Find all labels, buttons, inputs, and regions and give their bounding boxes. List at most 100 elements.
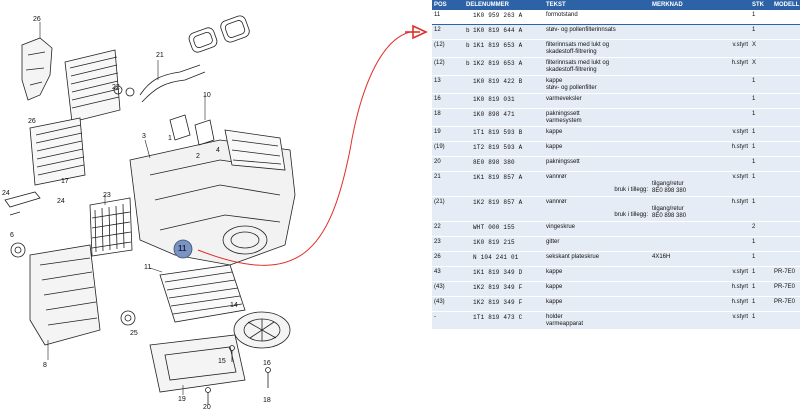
- description-line: støv- og pollenfilter: [546, 85, 597, 91]
- part-number: 1K1 819 653 A: [473, 42, 523, 49]
- description-cell: kappe: [544, 296, 650, 312]
- remark-cell: v.styrt: [650, 126, 750, 142]
- qty-cell: 1: [750, 236, 772, 252]
- column-header-pos[interactable]: POS: [432, 0, 464, 10]
- part-number: 1T1 819 593 B: [473, 129, 523, 136]
- part-number-cell: 1K1 819 857 A: [464, 171, 544, 197]
- model-cell: [772, 24, 800, 40]
- pos-cell: 26: [432, 251, 464, 267]
- pos-value: 13: [434, 78, 441, 84]
- remark-value: h.styrt: [731, 199, 748, 205]
- pos-cell: 18: [432, 108, 464, 127]
- column-header-qty[interactable]: STK: [750, 0, 772, 10]
- qty-value: 2: [752, 224, 756, 230]
- pos-cell: 12: [432, 24, 464, 40]
- description-line: varmesystem: [546, 118, 582, 124]
- callout-link-line: [197, 31, 411, 266]
- pos-cell: (12): [432, 39, 464, 58]
- description-line: kappe: [546, 299, 563, 305]
- qty-cell: 1: [750, 281, 772, 297]
- part-number: 1T2 819 593 A: [473, 144, 523, 151]
- b-marker: b: [466, 60, 470, 67]
- pos-value: (43): [434, 284, 445, 290]
- model-cell: [772, 57, 800, 76]
- description-line: holder: [546, 314, 563, 320]
- pos-value: 23: [434, 239, 441, 245]
- callout-label: 1: [168, 135, 172, 142]
- description-line: støv- og pollenfilterinnsats: [546, 27, 616, 33]
- highlight-badge-icon[interactable]: [173, 239, 193, 259]
- pos-cell: (43): [432, 296, 464, 312]
- remark-cell: v.styrt: [650, 266, 750, 282]
- callout-label: 24: [2, 190, 10, 197]
- model-cell: [772, 171, 800, 197]
- callout-label: 17: [61, 178, 69, 185]
- callout-label: 16: [263, 360, 271, 367]
- highlight-badge-label[interactable]: 11: [178, 244, 187, 253]
- column-header-text[interactable]: TEKST: [544, 0, 650, 10]
- part-number-cell: 1T2 819 593 A: [464, 141, 544, 157]
- description-line: filterinnsats med lukt og: [546, 42, 610, 48]
- pos-cell: 11: [432, 9, 464, 25]
- part-number-cell: 1K2 819 857 A: [464, 196, 544, 222]
- column-header-remark[interactable]: MERKNAD: [650, 0, 750, 10]
- model-value: PR-7E0: [774, 299, 796, 305]
- remark-value: h.styrt: [731, 144, 748, 150]
- description-cell: sekskant plateskrue: [544, 251, 650, 267]
- part-number: 1K2 819 349 F: [473, 299, 523, 306]
- column-header-model[interactable]: MODELL: [772, 0, 800, 10]
- part-number-cell: 1K0 819 031: [464, 93, 544, 109]
- qty-value: 1: [752, 299, 756, 305]
- description-line: vingeskrue: [546, 224, 576, 230]
- qty-value: 1: [752, 144, 756, 150]
- callout-label: 14: [230, 302, 238, 309]
- parts-table: POS DELENUMMER TEKST MERKNAD STK MODELL …: [432, 0, 800, 330]
- description-line: skadestoff-filtrering: [546, 49, 597, 55]
- column-header-part[interactable]: DELENUMMER: [464, 0, 544, 10]
- description-line: kappe: [546, 129, 563, 135]
- remark-cell: h.styrt: [650, 281, 750, 297]
- model-cell: [772, 93, 800, 109]
- qty-cell: X: [750, 57, 772, 76]
- description-line: filterinnsats med lukt og: [546, 60, 610, 66]
- description-line: formotstand: [546, 12, 578, 18]
- description-cell: gitter: [544, 236, 650, 252]
- qty-value: 1: [752, 12, 756, 18]
- part-number-cell: N 104 241 01: [464, 251, 544, 267]
- remark-cell: [650, 108, 750, 127]
- description-line: sekskant plateskrue: [546, 254, 600, 260]
- exploded-view-drawing: [4, 15, 428, 405]
- qty-value: X: [752, 60, 757, 66]
- remark-cell: [650, 93, 750, 109]
- qty-cell: 1: [750, 141, 772, 157]
- qty-value: X: [752, 42, 757, 48]
- model-cell: PR-7E0: [772, 266, 800, 282]
- model-cell: [772, 126, 800, 142]
- qty-value: 1: [752, 239, 756, 245]
- part-number-cell: 1K0 819 422 B: [464, 75, 544, 94]
